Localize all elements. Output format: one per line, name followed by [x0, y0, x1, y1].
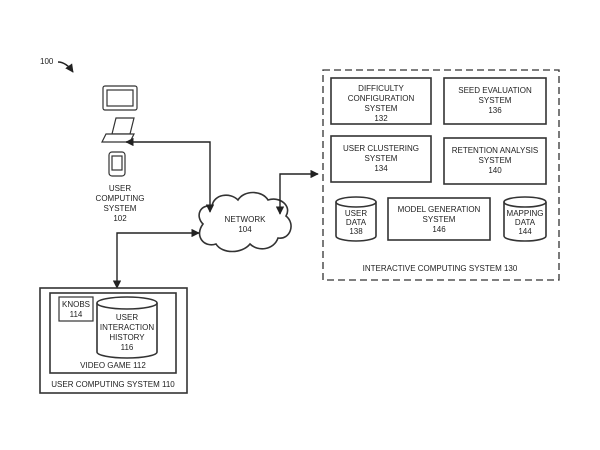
figure-reference-number: 100	[40, 57, 54, 66]
retention-line1: RETENTION ANALYSIS	[452, 146, 539, 155]
model-generation-system: MODEL GENERATION SYSTEM 146	[387, 197, 491, 241]
laptop-icon	[101, 117, 135, 143]
history-number: 116	[121, 343, 134, 352]
user-data-line2: DATA	[346, 218, 367, 227]
interactive-system-label: INTERACTIVE COMPUTING SYSTEM 130	[363, 264, 518, 273]
knobs-number: 114	[70, 310, 83, 319]
clustering-line1: USER CLUSTERING	[343, 144, 419, 153]
phone-icon	[108, 151, 126, 177]
video-game-label: VIDEO GAME 112	[80, 361, 146, 370]
user-interaction-history-store: USER INTERACTION HISTORY 116	[96, 296, 158, 359]
user-clustering-system: USER CLUSTERING SYSTEM 134	[330, 135, 432, 183]
user-computing-system-110-label: USER COMPUTING SYSTEM 110	[51, 380, 175, 389]
difficulty-number: 132	[374, 114, 388, 123]
clustering-number: 134	[374, 164, 388, 173]
user-data-line1: USER	[345, 209, 367, 218]
retention-line2: SYSTEM	[479, 156, 512, 165]
history-line1: USER	[116, 313, 138, 322]
model-generation-line2: SYSTEM	[423, 215, 456, 224]
mapping-data-line2: DATA	[515, 218, 536, 227]
user-computing-system-102-line2: COMPUTING	[96, 194, 145, 203]
connector-network-user-system-110	[112, 228, 200, 289]
mapping-data-store: MAPPING DATA 144	[503, 196, 547, 242]
seed-evaluation-system: SEED EVALUATION SYSTEM 136	[443, 77, 547, 125]
user-computing-system-102-number: 102	[113, 214, 127, 223]
seed-line2: SYSTEM	[479, 96, 512, 105]
user-data-store: USER DATA 138	[335, 196, 377, 242]
knobs-line1: KNOBS	[62, 300, 90, 309]
network-cloud: NETWORK 104	[198, 191, 292, 253]
network-number: 104	[238, 225, 252, 234]
connector-network-interactive-system	[275, 169, 319, 215]
seed-line1: SEED EVALUATION	[458, 86, 532, 95]
knobs-box: KNOBS 114	[58, 296, 94, 322]
connector-devices-network	[125, 137, 215, 213]
user-computing-system-102-line1: USER	[109, 184, 131, 193]
user-data-number: 138	[349, 227, 363, 236]
difficulty-line1: DIFFICULTY	[358, 84, 404, 93]
difficulty-line2: CONFIGURATION	[348, 94, 415, 103]
user-computing-system-102: USER COMPUTING SYSTEM 102	[96, 85, 145, 223]
history-line3: HISTORY	[109, 333, 145, 342]
user-computing-system-102-line3: SYSTEM	[104, 204, 137, 213]
history-line2: INTERACTION	[100, 323, 154, 332]
seed-number: 136	[488, 106, 502, 115]
difficulty-configuration-system: DIFFICULTY CONFIGURATION SYSTEM 132	[330, 77, 432, 125]
model-generation-number: 146	[432, 225, 446, 234]
model-generation-line1: MODEL GENERATION	[398, 205, 481, 214]
mapping-data-line1: MAPPING	[507, 209, 544, 218]
difficulty-line3: SYSTEM	[365, 104, 398, 113]
retention-number: 140	[488, 166, 502, 175]
reference-arrow	[57, 61, 74, 73]
mapping-data-number: 144	[518, 227, 532, 236]
monitor-icon	[102, 85, 138, 111]
retention-analysis-system: RETENTION ANALYSIS SYSTEM 140	[443, 137, 547, 185]
network-label: NETWORK	[225, 215, 267, 224]
video-game-box: KNOBS 114 USER INTERACTION HISTORY 116 V…	[49, 292, 177, 374]
clustering-line2: SYSTEM	[365, 154, 398, 163]
user-computing-system-110: KNOBS 114 USER INTERACTION HISTORY 116 V…	[39, 287, 188, 394]
interactive-computing-system: DIFFICULTY CONFIGURATION SYSTEM 132 SEED…	[322, 69, 560, 281]
